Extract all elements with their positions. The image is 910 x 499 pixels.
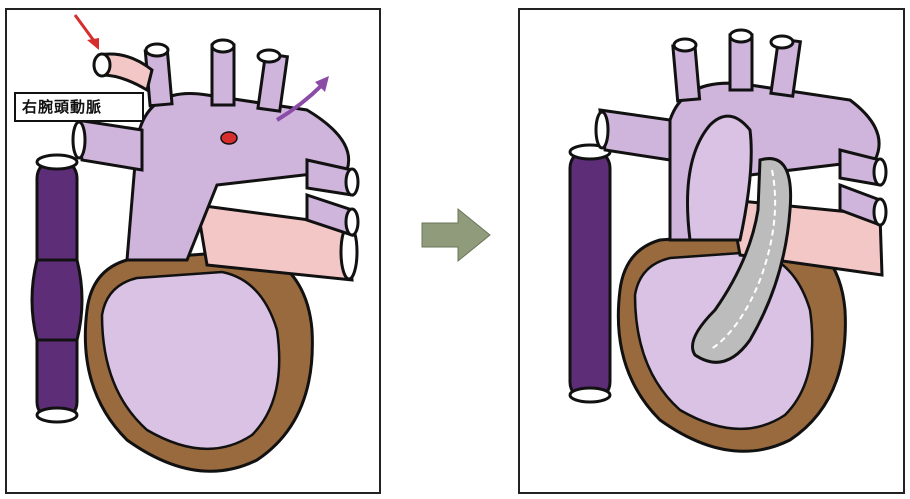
heart-diagram-after [520,10,907,496]
heart-diagram-before [7,10,383,496]
vena-cava [570,145,610,402]
red-arrow [75,15,99,50]
vessel-label: 右腕頭動脈 [14,92,144,122]
vena-cava [32,155,82,422]
red-dot [221,132,237,144]
transition-arrow [420,205,500,265]
right-brachiocephalic-artery [94,54,152,90]
panel-before: 右腕頭動脈 [5,8,381,494]
panel-after [518,8,905,494]
aortic-arch [596,30,886,240]
